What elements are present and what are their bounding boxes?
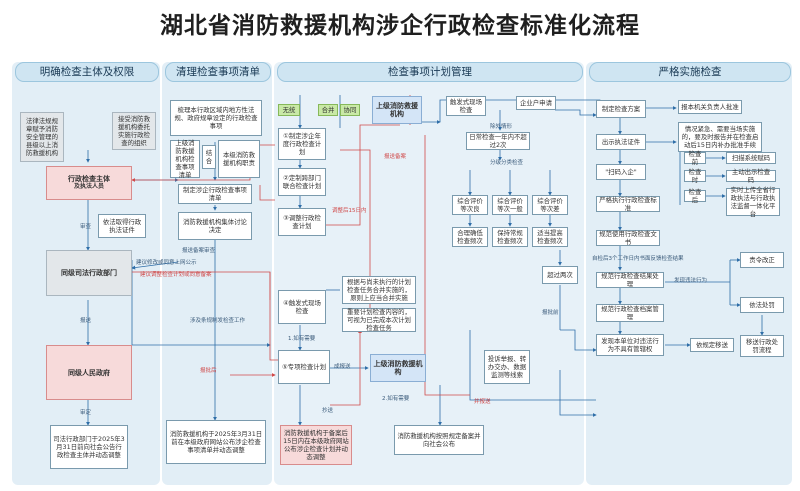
exceed-two-box: 超过两次	[542, 266, 578, 284]
grade-poor-box: 综合评价等次差	[532, 195, 568, 215]
lane-header-plan: 检查事项计划管理	[277, 62, 583, 82]
label-need-1: 1.如有需要	[288, 336, 316, 342]
label-review: 审查	[80, 224, 92, 230]
scan-before-tag: 检查前	[684, 150, 706, 166]
superior-agency-box: 上级消防救援机构	[372, 96, 422, 124]
superior-agency-box-2: 上级消防救援机构	[370, 354, 426, 382]
upload-platform-box: 实时上传全省行政执法与行政执法监督一体化平台	[726, 186, 780, 218]
record-publish-box: 消防救援机构按照规定备案并向社会公布	[394, 425, 484, 455]
scan-code-box: 扫描系统赋码	[726, 152, 776, 164]
step-result-box: 规范行政检查结果处理	[596, 272, 664, 288]
freq-raise-box: 适当提高检查频次	[532, 227, 568, 247]
judicial-dept-box: 同级司法行政部门	[46, 250, 132, 296]
triggered-onsite-box: ④触发式现场检查	[278, 290, 326, 324]
plan-joint-box: ②定制跨部门联合检查计划	[278, 168, 326, 196]
sort-local-items-box: 梳理本行政区域内地方性法规、政府规章设定的行政检查事项	[170, 100, 262, 136]
freq-keep-box: 保持常规检查频次	[492, 227, 528, 247]
freq-lower-box: 合理确低检查频次	[452, 227, 488, 247]
label-before: 报批前	[542, 310, 559, 316]
plan-annual-box: ①制定涉企年度行政检查计划	[278, 128, 326, 160]
label-after: 报批后	[200, 368, 217, 374]
punish-box: 依法处罚	[740, 297, 784, 313]
publish-plan-box: 消防救援机构于备案后15日内在本级政府网站公布涉企检查计划并动态调整	[280, 425, 352, 465]
grade-good-box: 综合评价等次良	[452, 195, 488, 215]
statutory-agency-box: 法律法规规章赋予消防安全管理的县级以上消防救援机构	[20, 112, 64, 162]
coordinate-box: 协同	[340, 104, 360, 116]
publish-list-text: 消防救援机构于2025年3月31日前在本级政府网站公布涉企检查事项清单并动态调整	[169, 430, 263, 454]
label-join: 并报送	[474, 399, 491, 405]
judicial-announce-text: 司法行政部门于2025年3月31日前向社会公告行政检查主体并动态调整	[53, 435, 125, 459]
no-overlap-box: 无统	[278, 104, 300, 116]
label-violation: 发现违法行为	[674, 278, 708, 284]
judicial-announce-box: 司法行政部门于2025年3月31日前向社会公告行政检查主体并动态调整	[50, 425, 128, 469]
label-adjust-plan: 建议调整检查计划或同意备案	[140, 272, 212, 278]
urgent-note-box: 情况紧急、需要当场实施的，要及时报告并在检查启动后15日内补办批准手续	[678, 122, 762, 152]
grade-normal-box: 综合评价等次一般	[492, 195, 528, 215]
publish-list-box: 消防救援机构于2025年3月31日前在本级政府网站公布涉企检查事项清单并动态调整	[166, 420, 266, 464]
complaint-clue-box: 投诉举报、转办交办、数据监测等线索	[484, 350, 530, 384]
label-feedback: 自检后3个工作日内书面反馈检查结果	[592, 256, 684, 262]
step-show-license-box: 出示执法证件	[596, 134, 646, 150]
label-15days: 调整后15日内	[332, 208, 367, 214]
combine-box: 结合	[202, 145, 216, 169]
label-publish: 建议修改或同意上网公示	[136, 260, 197, 266]
label-report: 报送	[80, 318, 92, 324]
triggered-inspection-tag: 触发式现场检查	[446, 96, 486, 116]
lane-header-implement: 严格实施检查	[589, 62, 791, 82]
inspection-subject-sub: 及执法人员	[73, 183, 104, 190]
daily-check-box: 日常检查一年内不超过2次	[466, 132, 530, 150]
label-copy: 抄送	[322, 408, 334, 414]
transfer-punish-box: 移送行政处罚流程	[740, 335, 784, 357]
make-list-box: 制定涉企行政检查事项清单	[178, 184, 252, 204]
label-submit-review: 报送备案审查	[182, 248, 216, 254]
show-code-box: 主动出示检查码	[726, 168, 776, 184]
lane-header-subject: 明确检查主体及权限	[15, 62, 159, 82]
scan-after-tag: 检查后	[684, 188, 706, 204]
inspection-subject-box: 行政检查主体 及执法人员	[46, 166, 132, 200]
own-duty-box: 本级消防救援机构职责	[218, 140, 260, 178]
merge-box: 合并	[318, 104, 338, 116]
enterprise-apply-tag: 企业户申请	[516, 96, 556, 110]
license-box: 依法取得行政执法证件	[98, 214, 146, 238]
collective-decision-box: 消防救援机构集体讨论决定	[178, 212, 252, 240]
people-government-box: 同级人民政府	[46, 345, 132, 400]
approval-box: 报本机关负责人批准	[678, 100, 742, 114]
superior-list-box: 上级消防救援机构检查事项清单	[170, 139, 200, 179]
deemed-done-box: 重要计划检查内容的，可视为已完成本次计划检查任务	[342, 308, 416, 332]
step-documents-box: 规范使用行政检查文书	[596, 230, 660, 246]
entrusted-org-box: 接受消防救援机构委托实施行政检查的组织	[112, 112, 156, 150]
lane-header-list: 清理检查事项清单	[165, 62, 271, 82]
label-submit-to: 成报送	[334, 364, 351, 370]
page-title: 湖北省消防救援机构涉企行政检查标准化流程	[160, 13, 640, 39]
label-file: 报送备案	[384, 154, 407, 160]
scan-during-tag: 检查时	[684, 168, 706, 184]
special-plan-box: ⑤专项检查计划	[278, 350, 330, 384]
step-no-jurisdiction-box: 发现本单位对违法行为不具有管辖权	[596, 334, 664, 356]
step-plan-box: 制定检查方案	[596, 100, 646, 118]
label-confirm: 审定	[80, 410, 92, 416]
inspection-subject-title: 行政检查主体	[68, 175, 110, 183]
merge-rule-box: 根据与尚未执行的计划检查任务合并实施的，原则上应当合并实施	[342, 276, 416, 304]
step-scan-code-box: "扫码入企"	[596, 164, 646, 180]
order-correct-box: 责令改正	[740, 252, 784, 268]
label-summary: 涉及条规制发检查工作	[190, 318, 246, 324]
label-need-2: 2.如有需要	[382, 396, 410, 402]
transfer-rule-box: 依规定移送	[690, 338, 734, 352]
step-standard-box: 严格执行行政检查标准	[596, 196, 660, 212]
plan-adjust-box: ③调整行政检查计划	[278, 208, 326, 236]
label-grade: 分级分类检查	[490, 160, 524, 166]
step-archive-box: 规范行政检查档案管理	[596, 304, 664, 322]
label-except: 除外情形	[490, 124, 513, 130]
